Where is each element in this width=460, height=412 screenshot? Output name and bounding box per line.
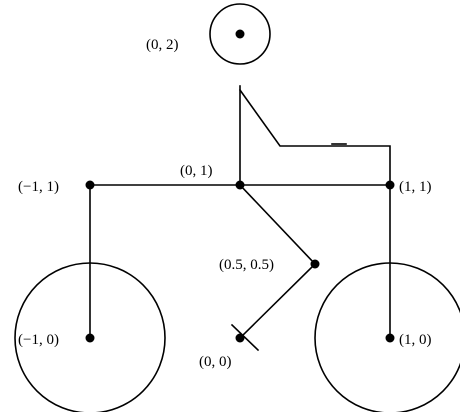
label-head: (0, 2) [146, 37, 179, 53]
point-pedal [235, 333, 245, 343]
left-wheel [14, 262, 166, 412]
seat-frame [238, 88, 391, 186]
label-right-wheel: (1, 0) [399, 332, 432, 348]
point-right-handle [385, 180, 395, 190]
point-right-wheel [385, 333, 395, 343]
point-mid [310, 259, 320, 269]
point-head [235, 29, 245, 39]
head-circle [209, 3, 271, 65]
point-left-wheel [85, 333, 95, 343]
right-wheel [314, 262, 460, 412]
label-left-wheel: (−1, 0) [18, 332, 59, 348]
upper-leg [238, 183, 317, 266]
label-mid: (0.5, 0.5) [219, 257, 274, 273]
label-right-handle: (1, 1) [399, 179, 432, 195]
label-left-handle: (−1, 1) [18, 179, 59, 195]
point-left-handle [85, 180, 95, 190]
lower-leg [238, 262, 317, 340]
pedal-mark [230, 323, 260, 352]
label-pedal: (0, 0) [199, 354, 232, 370]
label-origin-top: (0, 1) [180, 163, 213, 179]
point-origin-top [235, 180, 245, 190]
